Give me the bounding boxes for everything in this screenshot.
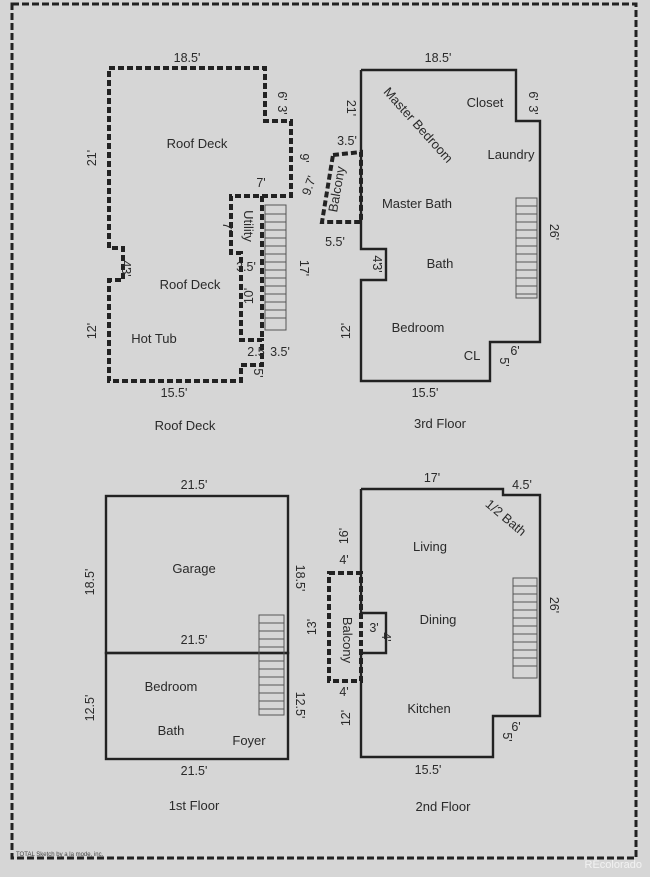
room-balcony-3rd: Balcony <box>325 165 348 214</box>
dim-label: 5' <box>497 357 511 366</box>
dim-label: 18.5' <box>425 51 452 65</box>
first-floor-stair <box>258 614 285 716</box>
dim-label: 12' <box>339 323 353 339</box>
dim-label: 3' <box>369 621 378 635</box>
third-floor-outline <box>359 68 542 383</box>
dim-label: 12.5' <box>293 692 307 719</box>
room-living: Living <box>413 539 447 554</box>
dim-label: 7' <box>220 222 234 231</box>
room-bath-3rd: Bath <box>427 256 454 271</box>
room-laundry: Laundry <box>488 147 535 162</box>
dim-label: 6' <box>526 91 540 100</box>
roof-deck-plan: Roof Deck Utility Roof Deck Hot Tub 18.5… <box>85 51 311 433</box>
room-half-bath: 1/2 Bath <box>483 496 530 539</box>
dim-label: 21.5' <box>181 633 208 647</box>
caption-first-floor: 1st Floor <box>169 798 220 813</box>
dim-label: 4' <box>339 553 348 567</box>
dim-label: 5' <box>251 368 265 377</box>
room-dining: Dining <box>420 612 457 627</box>
room-hot-tub: Hot Tub <box>131 331 177 346</box>
second-floor-stair-treads <box>513 585 537 667</box>
first-floor-stair-treads <box>259 622 284 710</box>
dim-label: 21' <box>344 100 358 116</box>
second-floor-plan: 1/2 Bath Living Dining Balcony Kitchen 1… <box>305 471 561 814</box>
dim-label: 3.5' <box>337 134 357 148</box>
roof-stair <box>264 204 287 331</box>
room-bath-1st: Bath <box>158 723 185 738</box>
dim-label: 10' <box>242 288 256 304</box>
dim-label: 21.5' <box>181 478 208 492</box>
footer-credit: TOTAL Sketch by a la mode, inc. <box>16 852 104 858</box>
dim-label: 6' <box>510 344 519 358</box>
first-floor-plan: Garage Bedroom Bath Foyer 21.5' 18.5' 18… <box>83 478 307 813</box>
room-kitchen: Kitchen <box>407 701 450 716</box>
dim-label: 7' <box>256 176 265 190</box>
dim-label: 9' <box>297 153 311 162</box>
dim-label: 15.5' <box>415 763 442 777</box>
dim-label: 3' <box>275 105 289 114</box>
room-foyer: Foyer <box>232 733 266 748</box>
third-floor-stair <box>515 197 538 299</box>
room-master-bedroom: Master Bedroom <box>381 84 456 165</box>
dim-label: 18.5' <box>174 51 201 65</box>
third-floor-balcony <box>319 149 363 224</box>
room-roof-deck-lower: Roof Deck <box>160 277 221 292</box>
dim-label: 5.5' <box>325 235 345 249</box>
room-garage: Garage <box>172 561 215 576</box>
room-roof-deck-upper: Roof Deck <box>167 136 228 151</box>
dim-label: 3' <box>526 105 540 114</box>
dim-label: 3.5' <box>270 345 290 359</box>
first-floor-lower-outline <box>104 651 290 761</box>
dim-label: 21.5' <box>181 764 208 778</box>
caption-third-floor: 3rd Floor <box>414 416 467 431</box>
dim-label: 18.5' <box>293 565 307 592</box>
caption-roof-deck: Roof Deck <box>155 418 216 433</box>
roof-deck-outline <box>107 66 293 383</box>
dim-label: 5' <box>500 732 514 741</box>
dim-label: 6' <box>275 91 289 100</box>
sheet-border <box>10 2 638 860</box>
room-closet-cl: CL <box>464 348 481 363</box>
roof-stair-treads <box>265 213 286 319</box>
dim-label: 17' <box>297 260 311 276</box>
room-balcony-2nd: Balcony <box>340 617 355 664</box>
dim-label: 4' <box>339 685 348 699</box>
second-floor-outline <box>359 487 542 759</box>
dim-label: 17' <box>424 471 440 485</box>
third-floor-plan: Master Bedroom Closet Laundry Balcony Ma… <box>299 51 561 431</box>
dim-label: 4' <box>370 255 384 264</box>
dim-label: 13' <box>305 619 319 635</box>
dim-label: 16' <box>337 528 351 544</box>
dim-label: 26' <box>547 597 561 613</box>
dim-label: 3' <box>370 263 384 272</box>
dim-label: 15.5' <box>412 386 439 400</box>
dim-label: 4.5' <box>512 478 532 492</box>
dim-label: 3' <box>119 267 133 276</box>
dim-label: 4' <box>119 260 133 269</box>
dim-label: 3.5' <box>236 260 256 274</box>
dim-label: 6' <box>511 720 520 734</box>
dim-label: 26' <box>547 224 561 240</box>
room-bedroom-3rd: Bedroom <box>392 320 445 335</box>
second-floor-balcony <box>327 571 363 683</box>
dim-label: 12' <box>339 710 353 726</box>
dim-label: 9.7' <box>299 174 319 197</box>
dim-label: 4' <box>379 632 393 641</box>
caption-second-floor: 2nd Floor <box>416 799 472 814</box>
dim-label: 12.5' <box>83 695 97 722</box>
dim-label: 21' <box>85 150 99 166</box>
dim-label: 15.5' <box>161 386 188 400</box>
watermark: REcolorado <box>585 859 642 871</box>
room-bedroom-1st: Bedroom <box>145 679 198 694</box>
dim-label: 2.5 <box>247 345 264 359</box>
dim-label: 18.5' <box>83 569 97 596</box>
dim-label: 12' <box>85 323 99 339</box>
third-floor-stair-treads <box>516 205 537 295</box>
room-utility: Utility <box>241 210 256 242</box>
second-floor-stair <box>512 577 538 679</box>
room-closet: Closet <box>467 95 504 110</box>
room-master-bath: Master Bath <box>382 196 452 211</box>
